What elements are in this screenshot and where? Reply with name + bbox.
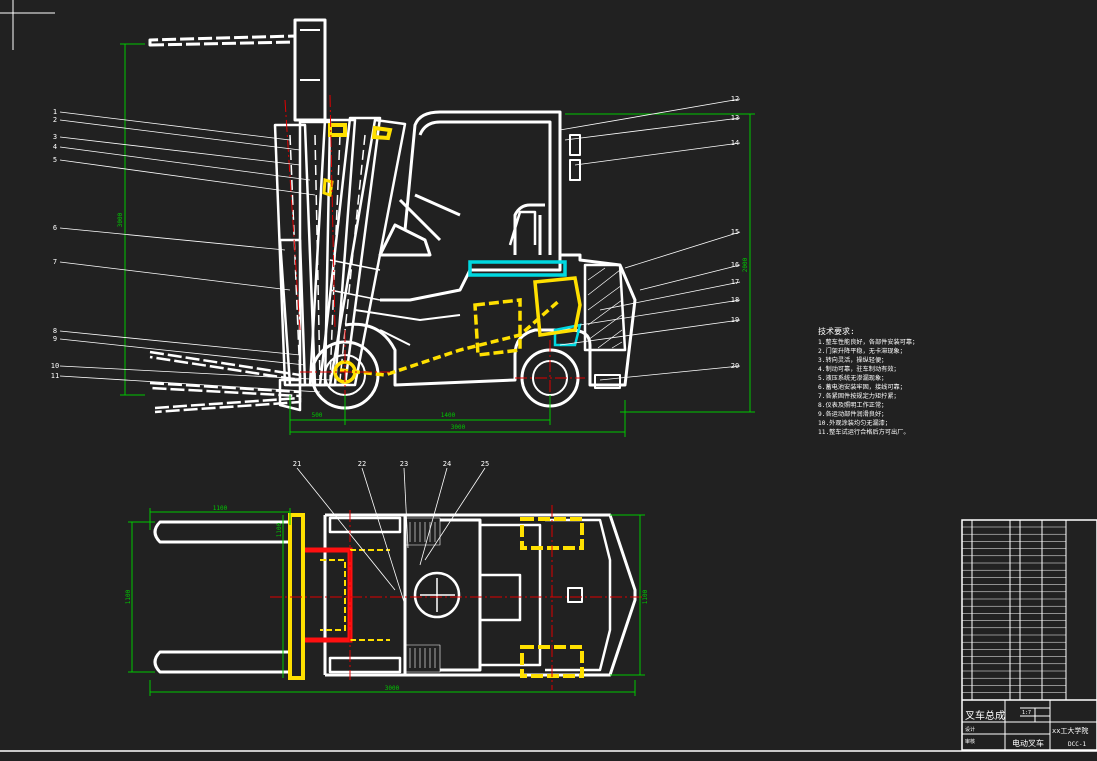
note-10: 10.外观涂装均匀无漏漆；	[818, 419, 891, 427]
callout-12: 12	[731, 95, 739, 103]
callout-21: 21	[293, 460, 301, 468]
side-callout-numbers: 1 2 3 4 5 6 7 8 9 10 11 12 13 14 15 16 1…	[51, 95, 739, 380]
fork-raised	[148, 34, 297, 47]
dim-side-wheelbase: 1400	[441, 412, 456, 419]
seat	[508, 210, 537, 246]
note-6: 6.蓄电池安装牢固，接线可靠；	[818, 383, 906, 391]
overhead-guard	[403, 110, 562, 255]
top-callout-numbers: 21 22 23 24 25	[293, 460, 489, 468]
top-fork-lower	[153, 650, 292, 674]
seat-cushion-cyan	[468, 260, 567, 277]
callout-5: 5	[53, 156, 57, 164]
callout-14: 14	[731, 139, 739, 147]
dim-top-fork-length: 1100	[213, 505, 228, 512]
top-centerlines	[270, 505, 645, 690]
drive-shaft-yellow	[339, 298, 562, 377]
note-5: 5.液压系统无渗漏现象；	[818, 374, 887, 382]
fork-lowered	[149, 350, 302, 414]
title-school: xx工大学院	[1052, 726, 1088, 735]
title-scale: 1:7	[1022, 710, 1031, 716]
note-3: 3.转向灵活，操纵轻便；	[818, 356, 887, 364]
top-fork-upper	[153, 520, 292, 544]
top-dimensions	[128, 508, 645, 696]
title-block	[961, 519, 1097, 751]
callout-20: 20	[731, 362, 739, 370]
title-drawing-no: DCC-1	[1068, 741, 1086, 748]
note-9: 9.各运动部件润滑良好；	[818, 410, 887, 418]
title-label-design: 设计	[965, 726, 975, 733]
top-view-highlights	[288, 513, 584, 680]
title-block-rows	[962, 526, 1066, 701]
callout-2: 2	[53, 116, 57, 124]
callout-11: 11	[51, 372, 59, 380]
dim-top-fork-width: 1100	[276, 522, 283, 537]
steering-wheel	[398, 193, 461, 242]
side-view	[148, 18, 637, 414]
side-callout-leaders	[59, 98, 741, 393]
counterweight-hatch	[587, 267, 623, 349]
callout-10: 10	[51, 362, 59, 370]
dim-side-overall-height: 2000	[742, 257, 749, 272]
callout-22: 22	[358, 460, 366, 468]
notes-title: 技术要求:	[818, 326, 855, 336]
top-frame-red	[305, 547, 353, 643]
side-dimensions	[120, 43, 755, 437]
title-label-review: 审核	[965, 738, 975, 745]
callout-3: 3	[53, 133, 57, 141]
note-11: 11.整车试运行合格后方可出厂。	[818, 428, 910, 436]
title-label-main: 叉车总成	[965, 709, 1005, 722]
note-2: 2.门架升降平稳，无卡滞现象；	[818, 347, 906, 355]
battery-yellow	[533, 276, 582, 337]
callout-19: 19	[731, 316, 739, 324]
crosshair-cursor	[0, 0, 55, 50]
callout-13: 13	[731, 114, 739, 122]
note-8: 8.仪表及照明工作正常；	[818, 401, 887, 409]
note-1: 1.整车性能良好，各部件安装可靠；	[818, 338, 918, 346]
callout-7: 7	[53, 258, 57, 266]
note-4: 4.制动可靠，驻车制动有效；	[818, 365, 900, 373]
callout-25: 25	[481, 460, 489, 468]
dim-side-length: 3000	[451, 424, 466, 431]
callout-6: 6	[53, 224, 57, 232]
technical-notes: 技术要求: 1.整车性能良好，各部件安装可靠； 2.门架升降平稳，无卡滞现象； …	[818, 326, 918, 436]
dim-top-fork-span: 1100	[125, 589, 132, 604]
top-seat	[478, 573, 522, 622]
dim-side-height: 3000	[117, 212, 124, 227]
top-carriage-yellow	[288, 513, 305, 680]
top-steering-wheel	[413, 571, 461, 619]
callout-24: 24	[443, 460, 451, 468]
callout-16: 16	[731, 261, 739, 269]
callout-17: 17	[731, 278, 739, 286]
top-rear-wheel-lower	[520, 645, 584, 678]
dim-top-length: 3000	[385, 685, 400, 692]
callout-1: 1	[53, 108, 57, 116]
top-view	[153, 513, 637, 677]
callout-8: 8	[53, 327, 57, 335]
mast-top	[293, 18, 327, 122]
callout-18: 18	[731, 296, 739, 304]
callout-4: 4	[53, 143, 57, 151]
callout-15: 15	[731, 228, 739, 236]
top-body-outline	[325, 513, 637, 677]
callout-9: 9	[53, 335, 57, 343]
dim-side-front: 500	[312, 412, 323, 419]
note-7: 7.各紧固件按规定力矩拧紧；	[818, 392, 900, 400]
top-rear-wheel-upper	[520, 517, 584, 550]
callout-23: 23	[400, 460, 408, 468]
top-callout-leaders	[296, 467, 486, 606]
dim-top-body-width: 1100	[642, 589, 649, 604]
title-drawing: 电动叉车	[1012, 738, 1044, 748]
